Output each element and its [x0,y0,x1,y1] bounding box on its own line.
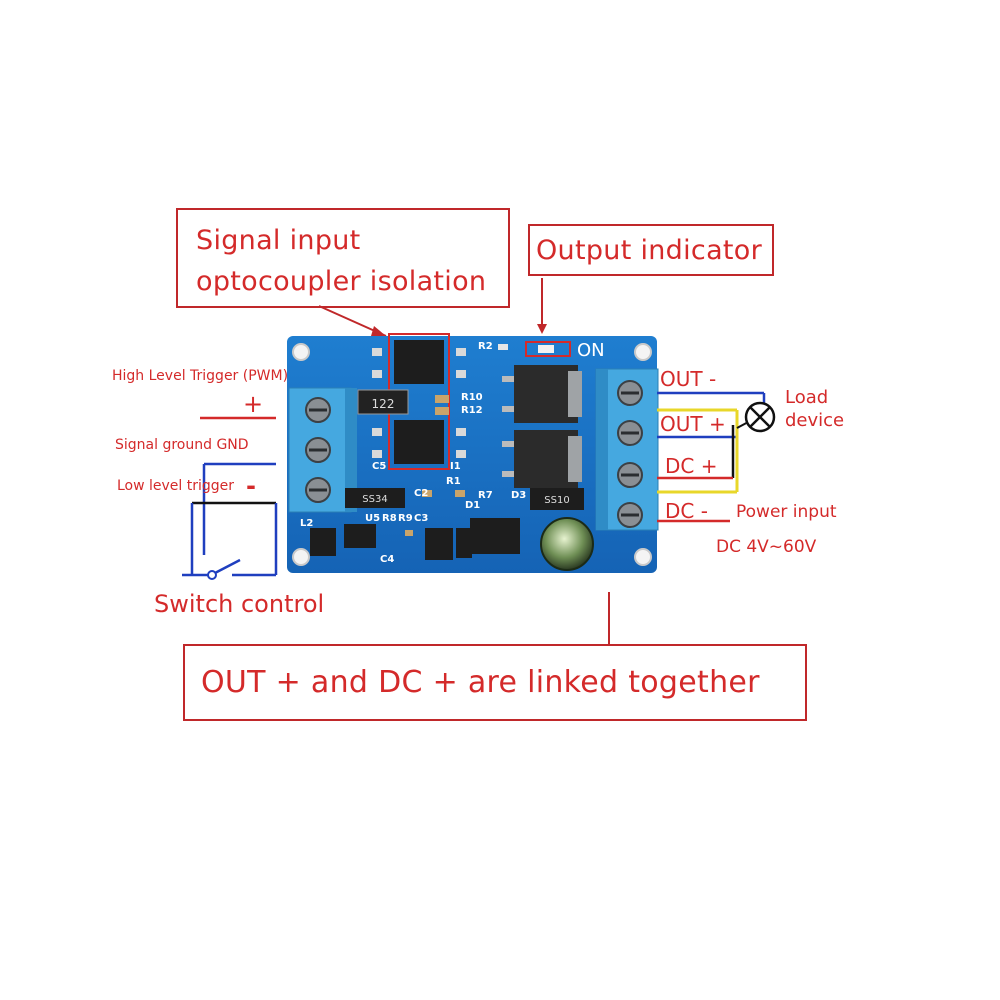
dc-plus-label: DC + [665,454,718,478]
silk-r8: R8 [382,513,397,524]
mosfet-tab [568,371,582,417]
silk-r10: R10 [461,392,483,403]
optocoupler-chip [394,420,444,464]
high-trigger-label: High Level Trigger (PWM) [112,368,289,384]
minus-sign: - [246,472,256,500]
smd-pad [372,348,382,356]
diode-ss34 [345,488,405,508]
silk-r12: R12 [461,405,483,416]
left-terminal-side [345,388,357,512]
ic-chip [470,518,520,554]
dc-minus-label: DC - [665,499,708,523]
mounting-hole [634,343,652,361]
load-label-line1: Load [785,387,829,408]
smd-pad [372,450,382,458]
smd-capacitor [422,490,432,497]
switch-contact [207,570,217,580]
signal-input-callout: Signal input optocoupler isolation [176,208,510,308]
signal-input-line2: optocoupler isolation [196,266,487,297]
low-trigger-label: Low level trigger [117,478,235,494]
smd-capacitor [405,530,413,536]
silk-d1: D1 [465,500,481,511]
mounting-hole [292,343,310,361]
optocoupler-chip [394,340,444,384]
output-indicator-callout: Output indicator [528,224,774,276]
on-label: ON [577,340,605,361]
smd-pad [456,450,466,458]
smd-resistor [435,395,449,403]
mounting-hole [634,548,652,566]
voltage-range-label: DC 4V~60V [716,537,817,557]
silk-r1: R1 [446,476,461,487]
smd-resistor [435,407,449,415]
lamp-cross [749,406,771,428]
silk-l2: L2 [300,518,314,529]
silk-c2: C2 [414,488,429,499]
silk-r9: R9 [398,513,413,524]
diode-ss34-vertical [456,528,472,558]
smd-pad [372,428,382,436]
mosfet-leg [502,406,514,412]
mosfet-tab [568,436,582,482]
electrolytic-capacitor [540,517,594,571]
mosfet [514,365,578,423]
silk-u5: U5 [365,513,381,524]
indicator-pointer-arrowhead [537,324,547,334]
out-plus-label: OUT + [660,412,726,436]
signal-ground-label: Signal ground GND [115,437,249,453]
silk-r7: R7 [478,490,493,501]
silk-r2: R2 [478,341,493,352]
mosfet-leg [502,376,514,382]
silk-c4: C4 [380,554,395,565]
led-indicator [538,345,554,353]
inductor-l2 [310,528,336,556]
smd-pad [372,370,382,378]
output-indicator-label: Output indicator [536,235,763,266]
ic-chip-u5 [344,524,376,548]
signal-input-line1: Signal input [196,225,361,256]
diode-marking: SS10 [544,495,569,506]
diode-ss10 [530,488,584,510]
smd-pad [456,428,466,436]
smd-capacitor [455,490,465,497]
mosfet [514,430,578,488]
silk-c5: C5 [372,461,387,472]
silk-i1: I1 [450,461,461,472]
power-input-label: Power input [736,502,837,522]
switch-control-label: Switch control [154,590,325,618]
smd-pad [456,370,466,378]
switch-lever [214,558,241,575]
diode-marking: SS34 [362,494,387,505]
out-minus-label: OUT - [660,367,717,391]
silk-d3: D3 [511,490,527,501]
signal-pointer-arrowhead [371,326,386,336]
resistor-marking: 122 [372,397,395,411]
right-terminal-side [596,369,608,530]
plus-sign: + [243,390,264,418]
silk-c3: C3 [414,513,429,524]
mosfet-leg [502,471,514,477]
load-label-line2: device [785,410,845,431]
inductor [425,528,453,560]
mounting-hole [292,548,310,566]
linked-note-label: OUT + and DC + are linked together [201,665,760,700]
mosfet-leg [502,441,514,447]
smd-pad [456,348,466,356]
smd-resistor [498,344,508,350]
linked-note-callout: OUT + and DC + are linked together [183,644,807,721]
smd-resistor-122 [357,389,409,415]
indicator-highlight [525,341,571,357]
